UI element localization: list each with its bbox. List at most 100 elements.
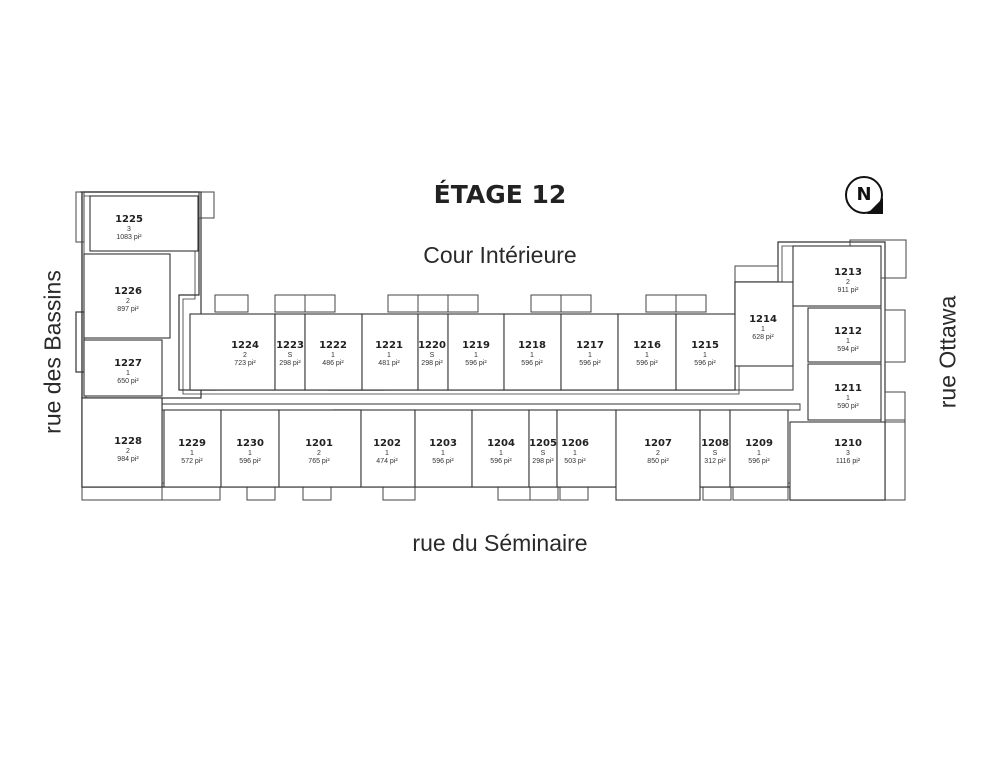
unit-area: 486 pi² — [322, 360, 344, 367]
unit-outline — [792, 245, 882, 307]
label-street-south: rue du Séminaire — [412, 530, 588, 556]
balcony — [702, 486, 732, 501]
unit-number: 1213 — [834, 267, 862, 278]
unit-type: 1 — [331, 352, 335, 359]
unit-outline — [278, 409, 362, 488]
unit-number: 1201 — [305, 438, 333, 449]
unit-number: 1209 — [745, 438, 773, 449]
unit-area: 897 pi² — [117, 306, 139, 313]
unit-outline — [83, 253, 171, 339]
unit-area: 596 pi² — [465, 360, 487, 367]
unit-number: 1227 — [114, 358, 142, 369]
unit-outline — [528, 409, 558, 488]
unit-number: 1218 — [518, 340, 546, 351]
unit-type: 1 — [703, 352, 707, 359]
unit-area: 596 pi² — [432, 458, 454, 465]
unit-area: 298 pi² — [421, 360, 443, 367]
balcony — [732, 486, 789, 501]
unit-number: 1229 — [178, 438, 206, 449]
compass-letter: N — [856, 184, 872, 205]
unit-type: 1 — [248, 450, 252, 457]
balcony — [884, 419, 906, 501]
unit-area: 474 pi² — [376, 458, 398, 465]
unit-number: 1212 — [834, 326, 862, 337]
balcony — [161, 486, 221, 501]
unit-outline — [471, 409, 530, 488]
unit-area: 1083 pi² — [116, 234, 142, 241]
unit-area: 850 pi² — [647, 458, 669, 465]
balcony — [559, 486, 589, 501]
unit-number: 1204 — [487, 438, 515, 449]
unit-type: 1 — [190, 450, 194, 457]
label-street-east: rue Ottawa — [934, 295, 961, 409]
unit-area: 596 pi² — [521, 360, 543, 367]
unit-type: 1 — [645, 352, 649, 359]
balcony — [246, 486, 276, 501]
balcony — [382, 486, 416, 501]
unit-area: 628 pi² — [752, 334, 774, 341]
unit-type: 1 — [530, 352, 534, 359]
unit-type: 1 — [757, 450, 761, 457]
unit-number: 1202 — [373, 438, 401, 449]
unit-outline — [414, 409, 473, 488]
unit-number: 1222 — [319, 340, 347, 351]
unit-area: 298 pi² — [279, 360, 301, 367]
unit-number: 1223 — [276, 340, 304, 351]
label-street-west: rue des Bassins — [39, 270, 66, 434]
unit-outline — [189, 313, 276, 391]
unit-area: 596 pi² — [636, 360, 658, 367]
unit-type: S — [430, 352, 435, 359]
unit-area: 650 pi² — [117, 378, 139, 385]
balcony — [529, 486, 559, 501]
unit-area: 596 pi² — [748, 458, 770, 465]
unit-type: 1 — [441, 450, 445, 457]
unit-area: 596 pi² — [239, 458, 261, 465]
north-compass-icon: N — [845, 176, 883, 214]
unit-area: 596 pi² — [694, 360, 716, 367]
unit-number: 1226 — [114, 286, 142, 297]
page-title: ÉTAGE 12 — [433, 180, 567, 209]
unit-outline — [556, 409, 617, 488]
unit-outline — [274, 313, 306, 391]
unit-outline — [163, 409, 222, 488]
unit-outline — [617, 313, 677, 391]
unit-number: 1217 — [576, 340, 604, 351]
balcony — [81, 486, 163, 501]
service-room — [734, 365, 794, 391]
unit-number: 1216 — [633, 340, 661, 351]
unit-type: 1 — [846, 395, 850, 402]
compass-pointer — [867, 198, 883, 214]
west-facade-notch — [75, 311, 85, 373]
